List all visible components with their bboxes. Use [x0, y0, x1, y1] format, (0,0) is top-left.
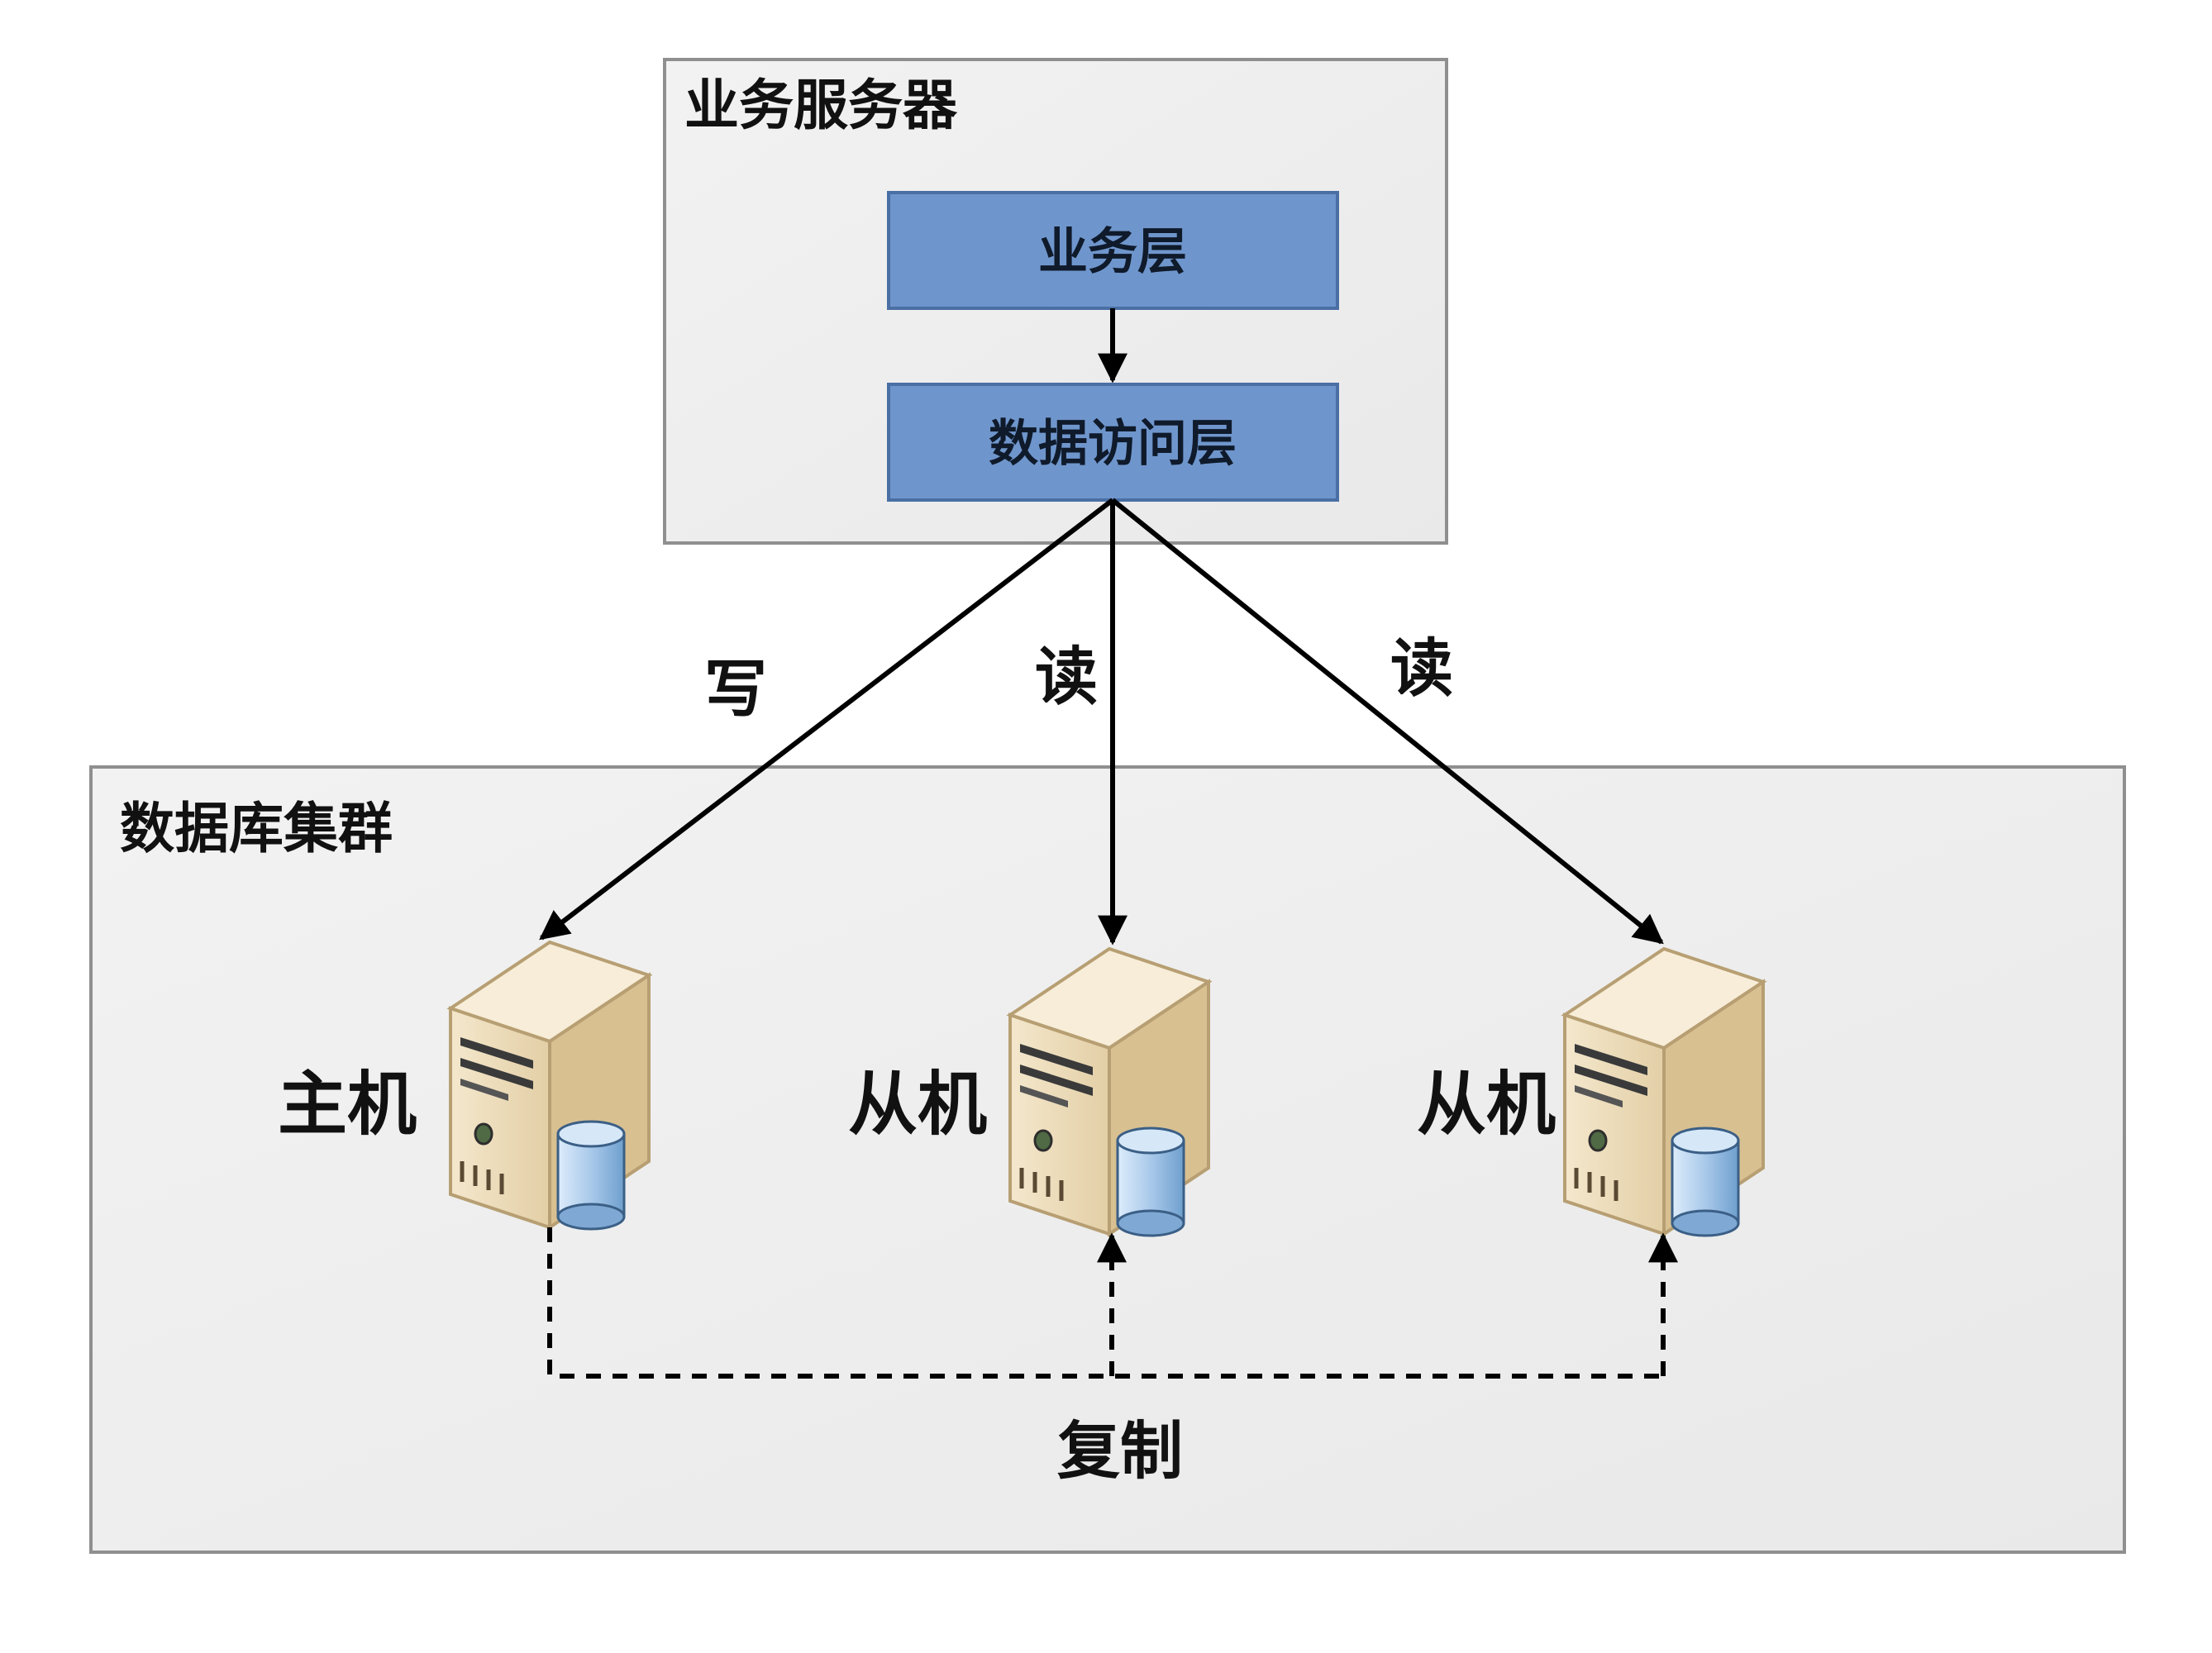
write-label: 写 — [704, 652, 767, 726]
replication-lines: 复制 — [547, 1227, 1678, 1488]
business-server-panel: 业务服务器 业务层 数据访问层 — [663, 58, 1448, 545]
replication-label: 复制 — [1057, 1414, 1183, 1488]
slave1-label: 从机 — [848, 1064, 987, 1145]
business-layer-box — [887, 191, 1339, 310]
slave-server-1: 从机 — [848, 949, 1208, 1236]
data-access-layer-label: 数据访问层 — [989, 415, 1237, 473]
read-label-1: 读 — [1035, 640, 1098, 713]
access-arrows: 写 读 读 — [539, 498, 1664, 946]
database-cluster-title: 数据库集群 — [120, 797, 393, 860]
business-layer-label: 业务层 — [1038, 223, 1187, 281]
slave2-label: 从机 — [1417, 1064, 1556, 1145]
write-arrow — [539, 498, 1114, 941]
business-server-title: 业务服务器 — [684, 74, 958, 137]
master-label: 主机 — [278, 1064, 417, 1145]
read-label-2: 读 — [1390, 631, 1453, 705]
read-arrow-slave2 — [1111, 498, 1664, 945]
master-server: 主机 — [278, 942, 649, 1229]
slave-server-2: 从机 — [1417, 949, 1763, 1236]
